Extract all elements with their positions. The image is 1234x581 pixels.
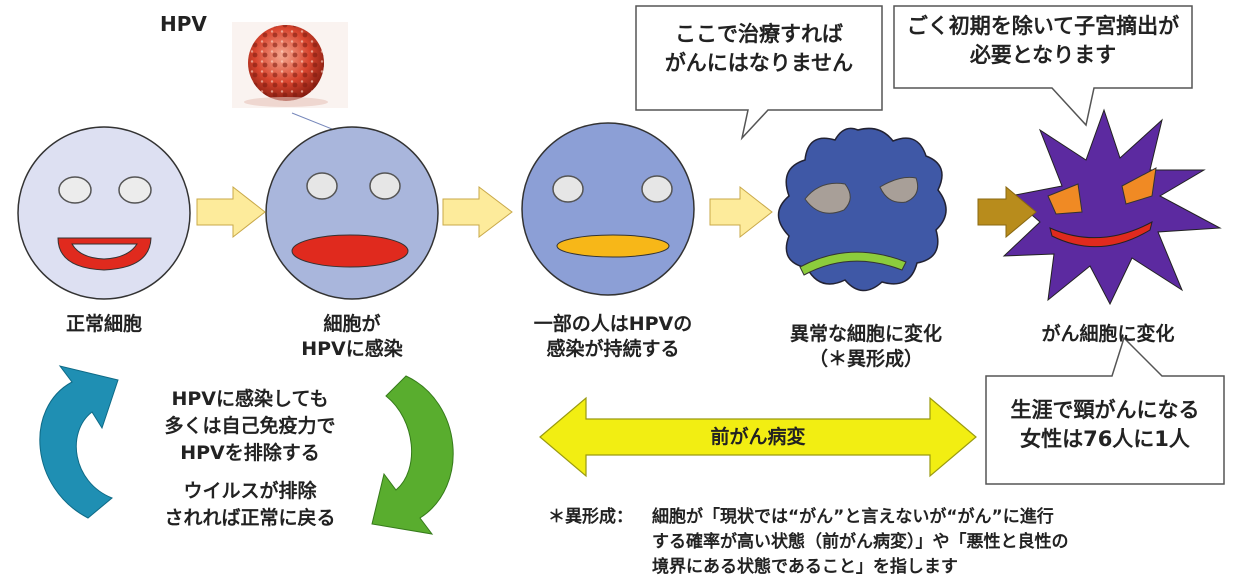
progression-arrow-1	[196, 185, 266, 239]
treatment-callout-line2: がんにはなりません	[664, 51, 854, 75]
stage-label-persistent-line2: 感染が持続する	[546, 338, 680, 360]
virus-label: HPV	[160, 12, 207, 36]
recovery-line2: 多くは自己免疫力で	[164, 415, 336, 437]
recovery-line1: HPVに感染しても	[171, 388, 329, 410]
hysterectomy-callout-line1: ごく初期を除いて子宮摘出が	[906, 14, 1180, 38]
hysterectomy-callout-text: ごく初期を除いて子宮摘出が 必要となります	[898, 12, 1188, 70]
recovery-line3: HPVを排除する	[180, 442, 320, 464]
treatment-callout-text: ここで治療すれば がんにはなりません	[640, 20, 878, 78]
lifetime-risk-line1: 生涯で頸がんになる	[1010, 398, 1200, 422]
hysterectomy-callout-line2: 必要となります	[969, 43, 1117, 67]
dysplasia-cell-face	[777, 127, 947, 292]
treatment-callout-line1: ここで治療すれば	[675, 22, 843, 46]
stage-label-cancer: がん細胞に変化	[1041, 323, 1175, 345]
normal-cell-face	[17, 126, 191, 300]
stage-label-infected-line1: 細胞が	[323, 313, 381, 335]
lifetime-risk-callout-text: 生涯で頸がんになる 女性は76人に1人	[990, 396, 1220, 454]
treatment-callout-box	[635, 5, 883, 141]
persistent-infection-face	[521, 122, 695, 296]
footnote-lead: ＊異形成：	[548, 507, 633, 527]
progression-arrow-3	[709, 185, 773, 239]
stage-label-persistent-line1: 一部の人はHPVの	[533, 313, 693, 335]
recovery-line4: ウイルスが排除	[183, 480, 317, 502]
cancer-cell-star	[1002, 108, 1222, 306]
green-curved-arrow	[371, 375, 454, 535]
stage-label-infected: 細胞が HPVに感染	[292, 312, 412, 362]
stage-label-dysplasia-line2: （＊異形成）	[808, 348, 923, 370]
hpv-virus-image	[232, 22, 348, 108]
recovery-line5: されれば正常に戻る	[164, 507, 336, 529]
footnote-line2: する確率が高い状態（前がん病変）」や「悪性と良性の	[652, 532, 1069, 552]
infected-cell-face	[265, 126, 439, 300]
stage-label-persistent: 一部の人はHPVの 感染が持続する	[528, 312, 698, 362]
stage-label-normal: 正常細胞	[65, 313, 142, 335]
progression-arrow-2	[442, 185, 513, 239]
footnote-line3: 境界にある状態であること」を指します	[652, 557, 958, 577]
recovery-text-top: HPVに感染しても 多くは自己免疫力で HPVを排除する	[130, 386, 370, 467]
stage-label-dysplasia: 異常な細胞に変化 （＊異形成）	[782, 322, 950, 372]
recovery-text-bottom: ウイルスが排除 されれば正常に戻る	[130, 478, 370, 532]
footnote-line1: 細胞が「現状では“がん”と言えないが“がん”に進行	[652, 507, 1054, 527]
lifetime-risk-callout-box	[985, 336, 1225, 485]
precancer-double-arrow	[539, 396, 977, 478]
lifetime-risk-line2: 女性は76人に1人	[1020, 427, 1190, 451]
hysterectomy-callout-box	[893, 5, 1193, 127]
teal-curved-arrow	[39, 365, 119, 519]
progression-arrow-4	[977, 185, 1037, 239]
precancer-label: 前がん病変	[710, 426, 806, 448]
stage-label-dysplasia-line1: 異常な細胞に変化	[789, 323, 942, 345]
stage-label-infected-line2: HPVに感染	[301, 338, 403, 360]
